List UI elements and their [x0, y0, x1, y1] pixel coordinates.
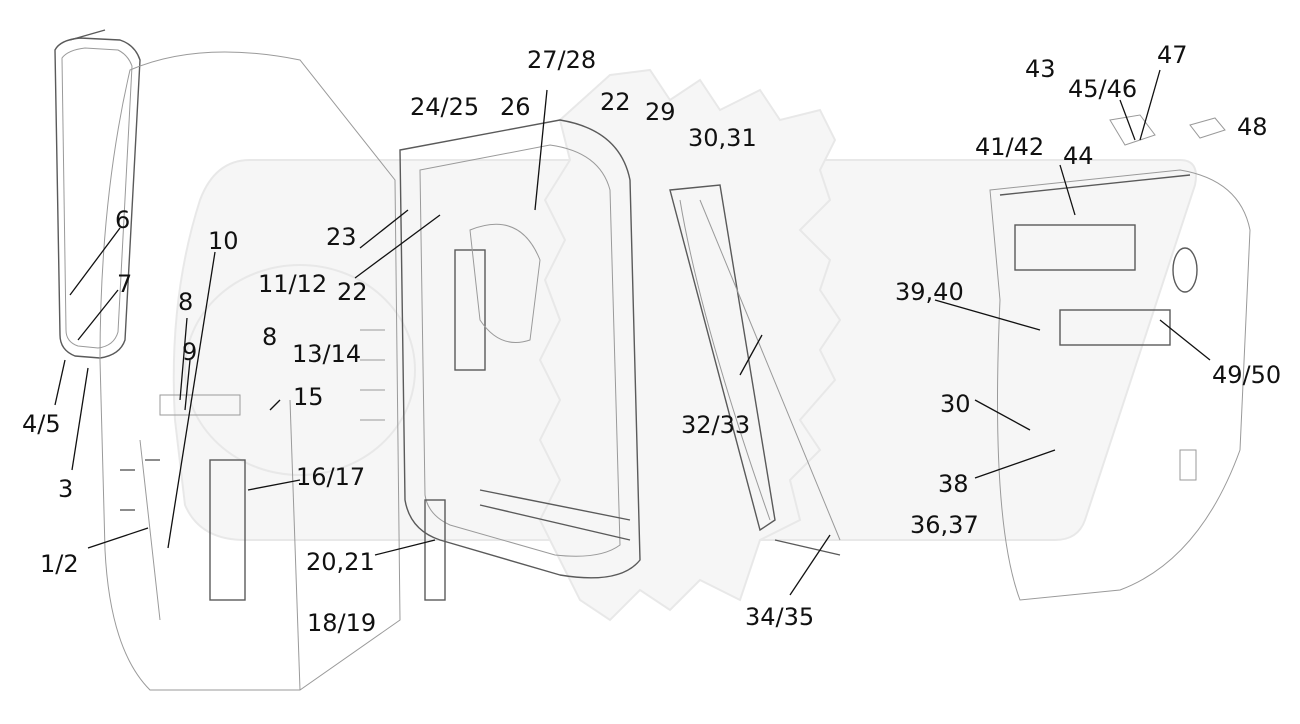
callout-label: 20,21: [306, 548, 375, 576]
callout-label: 7: [117, 270, 132, 298]
mirror-assembly: [54, 29, 141, 359]
callout-label: 39,40: [895, 278, 964, 306]
callout-label: 3: [58, 475, 73, 503]
callout-label: 22: [337, 278, 368, 306]
callout-label: 9: [182, 338, 197, 366]
callout-label: 22: [600, 88, 631, 116]
callout-label: 32/33: [681, 411, 750, 439]
callout-label: 6: [115, 206, 130, 234]
callout-label: 11/12: [258, 270, 327, 298]
callout-label: 47: [1157, 41, 1188, 69]
callout-label: 23: [326, 223, 357, 251]
cab-front: [989, 114, 1251, 601]
callout-label: 10: [208, 227, 239, 255]
door-panel: [99, 51, 401, 691]
door-frame: [399, 119, 641, 601]
leader-lines: [54, 69, 1211, 596]
callout-label: 1/2: [40, 550, 79, 578]
callout-label: 15: [293, 383, 324, 411]
callout-label: 27/28: [527, 46, 596, 74]
callout-label: 16/17: [296, 463, 365, 491]
callout-label: 30: [940, 390, 971, 418]
callout-label: 13/14: [292, 340, 361, 368]
callout-label: 26: [500, 93, 531, 121]
callout-label: 18/19: [307, 609, 376, 637]
callout-label: 34/35: [745, 603, 814, 631]
watermark-logo: [172, 68, 1197, 622]
callout-label: 8: [178, 288, 193, 316]
callout-label: 36,37: [910, 511, 979, 539]
callout-label: 43: [1025, 55, 1056, 83]
callout-label: 44: [1063, 142, 1094, 170]
callout-label: 30,31: [688, 124, 757, 152]
window-seal: [669, 184, 841, 556]
callout-label: 8: [262, 323, 277, 351]
callout-label: 41/42: [975, 133, 1044, 161]
callout-label: 29: [645, 98, 676, 126]
callout-label: 4/5: [22, 410, 61, 438]
callout-label: 49/50: [1212, 361, 1281, 389]
callout-label: 48: [1237, 113, 1268, 141]
callout-label: 24/25: [410, 93, 479, 121]
callout-labels: 1/2 3 4/5 6 7 8 8 9 10 11/12 13/14 15 16…: [22, 41, 1281, 637]
callout-label: 45/46: [1068, 75, 1137, 103]
callout-label: 38: [938, 470, 969, 498]
